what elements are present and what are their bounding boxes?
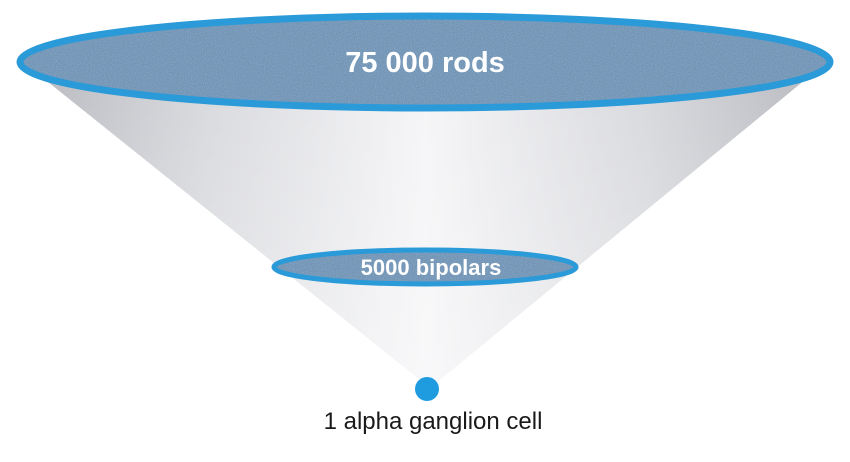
ganglion-cell-dot xyxy=(415,377,439,401)
ganglion-label: 1 alpha ganglion cell xyxy=(324,408,543,435)
bipolars-label: 5000 bipolars xyxy=(361,255,502,280)
rods-disc xyxy=(16,12,834,112)
bipolars-disc xyxy=(271,247,579,287)
cone-highlight xyxy=(33,70,817,388)
rods-label: 75 000 rods xyxy=(345,47,505,79)
